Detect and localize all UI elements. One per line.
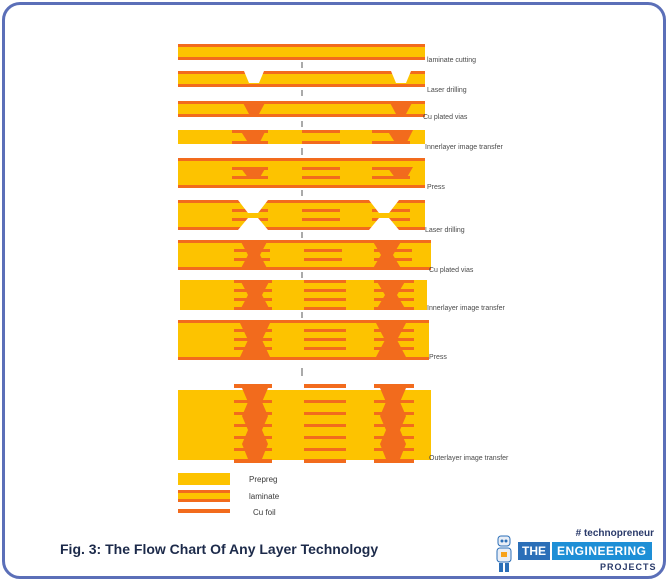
step-label: Laser drilling	[425, 227, 465, 234]
step-press-2: Press	[178, 320, 447, 361]
flow-chart-diagram: laminate cutting Laser drilling Cu plate…	[178, 44, 509, 517]
step-laser-drilling-1: Laser drilling	[178, 71, 467, 94]
step-outerlayer-image-transfer: Outerlayer image transfer	[178, 384, 509, 463]
step-label: Cu plated vias	[423, 114, 468, 121]
figure-caption: Fig. 3: The Flow Chart Of Any Layer Tech…	[60, 541, 379, 557]
step-label: Cu plated vias	[429, 267, 474, 274]
step-label: laminate cutting	[427, 57, 476, 64]
legend: Prepreg laminate Cu foil	[178, 473, 280, 517]
legend-label: Prepreg	[249, 475, 277, 484]
step-cu-plated-vias-1: Cu plated vias	[178, 101, 468, 121]
step-label: Innerlayer image transfer	[425, 144, 503, 151]
step-laser-drilling-2: Laser drilling	[178, 200, 465, 234]
legend-label: Cu foil	[253, 508, 276, 517]
step-label: Press	[427, 184, 445, 191]
logo-projects: PROJECTS	[600, 562, 657, 572]
step-label: Outerlayer image transfer	[429, 455, 509, 462]
legend-swatch-prepreg	[178, 473, 230, 485]
step-innerlayer-image-transfer-2: Innerlayer image transfer	[180, 280, 505, 312]
logo-badge: THE ENGINEERING	[518, 542, 652, 560]
step-laminate-cutting: laminate cutting	[178, 44, 476, 64]
step-innerlayer-image-transfer-1: Innerlayer image transfer	[178, 130, 503, 151]
step-cu-plated-vias-2: Cu plated vias	[178, 240, 474, 274]
step-label: Innerlayer image transfer	[427, 305, 505, 312]
step-label: Laser drilling	[427, 87, 467, 94]
site-logo: # technopreneur THE ENGINEERING PROJECTS	[490, 528, 658, 576]
step-label: Press	[429, 354, 447, 361]
legend-label: laminate	[249, 492, 280, 501]
legend-swatch-cu-foil	[178, 509, 230, 513]
legend-item-cu-foil: Cu foil	[178, 508, 276, 517]
logo-tagline: # technopreneur	[575, 528, 654, 539]
step-press-1: Press	[178, 158, 445, 191]
logo-engineering: ENGINEERING	[552, 542, 652, 560]
robot-icon	[496, 535, 512, 572]
legend-item-prepreg: Prepreg	[178, 473, 277, 485]
logo-the: THE	[518, 542, 550, 560]
legend-item-laminate: laminate	[178, 490, 280, 502]
